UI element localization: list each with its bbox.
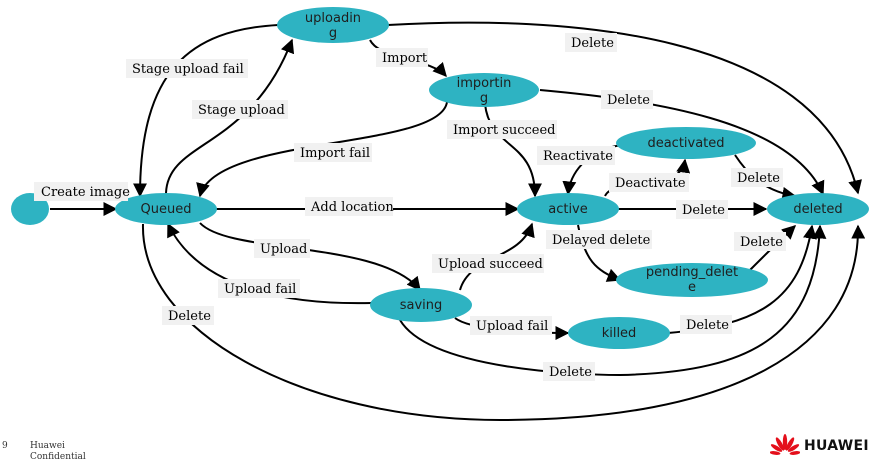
label-importing-delete: Delete [601, 90, 653, 109]
svg-text:Create image: Create image [41, 185, 130, 200]
svg-text:Delete: Delete [737, 171, 780, 186]
svg-text:Upload fail: Upload fail [224, 282, 296, 297]
edge-saving-delete [399, 224, 827, 377]
label-add-location: Add location [305, 197, 394, 216]
edge-importing-delete [539, 89, 825, 196]
label-active-delete: Delete [676, 200, 728, 219]
svg-text:Delete: Delete [571, 36, 614, 51]
node-active: active [517, 193, 619, 225]
brand-name: HUAWEI [804, 438, 869, 454]
svg-text:Delete: Delete [549, 365, 592, 380]
page-number: 9 [2, 441, 8, 451]
huawei-logo-icon [770, 434, 800, 455]
label-import-fail: Import fail [294, 143, 372, 162]
node-queued: Queued [115, 193, 217, 225]
label-upload-succeed: Upload succeed [432, 254, 544, 273]
label-import-succeed: Import succeed [447, 120, 557, 139]
node-label: Queued [141, 202, 192, 217]
svg-text:Delayed delete: Delayed delete [552, 233, 651, 248]
svg-text:Delete: Delete [740, 235, 783, 250]
edge-stage-upload [165, 38, 295, 194]
confidential-line2: Confidential [30, 452, 86, 462]
label-deactivated-delete: Delete [731, 168, 783, 187]
svg-text:Delete: Delete [682, 203, 725, 218]
svg-text:Upload succeed: Upload succeed [438, 257, 543, 272]
svg-text:Stage upload: Stage upload [198, 103, 285, 118]
svg-text:Upload: Upload [260, 242, 307, 257]
node-label: saving [400, 298, 443, 313]
node-saving: saving [370, 288, 472, 322]
node-deleted: deleted [767, 193, 869, 225]
label-upload-fail-killed: Upload fail [470, 316, 552, 335]
svg-text:Import fail: Import fail [300, 146, 370, 161]
huawei-brand: HUAWEI [770, 434, 869, 458]
label-create-image: Create image [34, 182, 130, 201]
svg-text:Stage upload fail: Stage upload fail [132, 62, 244, 77]
label-deactivate: Deactivate [609, 173, 689, 192]
node-label-line1: uploadin [305, 11, 361, 26]
node-deactivated: deactivated [616, 127, 756, 159]
node-label: deactivated [647, 136, 724, 151]
label-upload: Upload [254, 239, 310, 258]
node-importing: importin g [429, 73, 539, 107]
label-killed-delete: Delete [680, 315, 732, 334]
node-label: active [548, 202, 588, 217]
confidential-line1: Huawei [30, 441, 65, 451]
edge-import-succeed [484, 103, 542, 198]
node-label-line2: g [480, 91, 488, 106]
node-uploading: uploadin g [277, 7, 389, 43]
node-pending-delete: pending_delet e [616, 263, 768, 297]
node-label-line1: importin [457, 76, 512, 91]
edge-uploading-delete [387, 21, 862, 195]
node-killed: killed [568, 317, 670, 349]
node-label: deleted [793, 202, 842, 217]
label-reactivate: Reactivate [537, 146, 615, 165]
svg-text:Import: Import [382, 51, 428, 66]
edge-labels: Create image Stage upload Stage upload f… [34, 33, 786, 381]
label-queued-delete: Delete [162, 306, 214, 325]
label-import: Import [376, 48, 428, 67]
svg-text:Delete: Delete [168, 309, 211, 324]
label-stage-upload-fail: Stage upload fail [126, 59, 248, 78]
label-pending-delete-delete: Delete [734, 232, 786, 251]
node-label: killed [602, 326, 637, 341]
label-saving-delete: Delete [543, 362, 595, 381]
label-uploading-delete: Delete [565, 33, 617, 52]
svg-text:Delete: Delete [607, 93, 650, 108]
label-saving-upload-fail: Upload fail [218, 279, 300, 298]
svg-text:Add location: Add location [310, 200, 394, 215]
svg-text:Upload fail: Upload fail [476, 319, 548, 334]
node-label-line2: e [688, 280, 696, 295]
svg-text:Reactivate: Reactivate [543, 149, 613, 164]
label-delayed-delete: Delayed delete [546, 230, 652, 249]
confidential-notice: Huawei Confidential [30, 441, 86, 463]
label-stage-upload: Stage upload [192, 100, 288, 119]
svg-text:Import succeed: Import succeed [453, 123, 556, 138]
node-label-line2: g [329, 26, 337, 41]
svg-text:Delete: Delete [686, 318, 729, 333]
node-label-line1: pending_delet [646, 265, 738, 280]
svg-text:Deactivate: Deactivate [615, 176, 686, 191]
